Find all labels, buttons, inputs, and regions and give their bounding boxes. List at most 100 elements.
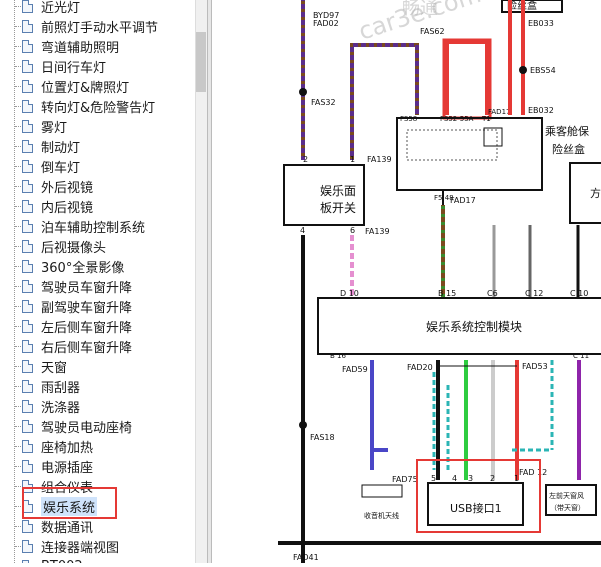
switch-label-1: 娱乐面 [320, 184, 356, 198]
tree-item-label: 驾驶员电动座椅 [41, 420, 133, 436]
tree-connector [15, 66, 25, 67]
tree-item-label: 360°全景影像 [41, 260, 125, 276]
tree-scroll-thumb[interactable] [196, 32, 206, 92]
tree-item-label: 左后侧车窗升降 [41, 320, 133, 336]
document-icon [22, 0, 33, 13]
usb-port-label: USB接口1 [450, 502, 502, 515]
tree-item-label: 副驾驶车窗升降 [41, 300, 133, 316]
tree-item[interactable]: 左后侧车窗升降 [22, 316, 132, 336]
tree-item[interactable]: 雨刮器 [22, 376, 80, 396]
tree-panel: 近光灯前照灯手动水平调节弯道辅助照明日间行车灯位置灯&牌照灯转向灯&危险警告灯雾… [0, 0, 195, 563]
tree-connector [15, 206, 25, 207]
usb-pin-3: 3 [468, 474, 473, 483]
pin-c12: C 12 [525, 289, 543, 298]
tree-item[interactable]: 雾灯 [22, 116, 67, 136]
tree-connector [15, 426, 25, 427]
tree-item[interactable]: 内后视镜 [22, 196, 93, 216]
usb-pin-5: 5 [431, 474, 436, 483]
speaker-box [545, 484, 597, 516]
tree-scrollbar[interactable] [195, 0, 208, 563]
tree-item[interactable]: 前照灯手动水平调节 [22, 16, 158, 36]
tree-connector [15, 346, 25, 347]
label-fad53: FAD53 [522, 362, 548, 371]
tree-item[interactable]: 转向灯&危险警告灯 [22, 96, 155, 116]
tree-item-label: 座椅加热 [41, 440, 94, 456]
selection-highlight-box [22, 487, 117, 519]
label-fad20: FAD20 [407, 363, 433, 372]
tree-item-label: 日间行车灯 [41, 60, 107, 76]
tree-item-label: 娱乐系统 [41, 496, 98, 516]
document-icon [22, 539, 33, 553]
document-icon [22, 139, 33, 153]
speaker-label-1: 左前天窗风 [549, 491, 584, 500]
tree-item[interactable]: 娱乐系统 [22, 496, 98, 516]
tree-item-label: 倒车灯 [41, 160, 81, 176]
tree-item[interactable]: 座椅加热 [22, 436, 93, 456]
document-icon [22, 299, 33, 313]
tree-item[interactable]: 驾驶员电动座椅 [22, 416, 132, 436]
tree-item[interactable]: 洗涤器 [22, 396, 80, 416]
tree-connector [15, 6, 25, 7]
document-icon [22, 319, 33, 333]
tree-item[interactable]: 数据通讯 [22, 516, 93, 536]
tree-connector [15, 246, 25, 247]
tree-connector [15, 106, 25, 107]
tree-item[interactable]: 后视摄像头 [22, 236, 106, 256]
tree-item-label: 电源插座 [41, 460, 94, 476]
document-icon [22, 519, 33, 533]
tree-item[interactable]: BT002 [22, 556, 83, 563]
label-fad02: FAD02 [313, 19, 339, 28]
label-fad12: FAD 12 [519, 468, 547, 477]
usb-pin-4: 4 [452, 474, 457, 483]
tree-connector [15, 126, 25, 127]
tree-connector [15, 486, 25, 487]
tree-item[interactable]: 泊车辅助控制系统 [22, 216, 145, 236]
tree-item[interactable]: 弯道辅助照明 [22, 36, 119, 56]
module-title: 娱乐系统控制模块 [426, 320, 522, 334]
tree-item[interactable]: 360°全景影像 [22, 256, 124, 276]
tree-connector [15, 526, 25, 527]
tree-connector [15, 186, 25, 187]
tree-connector [15, 86, 25, 87]
pin-d10: D 10 [340, 289, 359, 298]
pin-4-label: 4 [300, 226, 305, 235]
document-icon [22, 159, 33, 173]
tree-item-label: 弯道辅助照明 [41, 40, 120, 56]
label-fas18: FAS18 [310, 433, 335, 442]
tree-item[interactable]: 电源插座 [22, 456, 93, 476]
label-fad59: FAD59 [342, 365, 368, 374]
document-icon [22, 479, 33, 493]
usb-pin-2: 2 [490, 474, 495, 483]
tree-item[interactable]: 天窗 [22, 356, 67, 376]
tree-item-label: 雨刮器 [41, 380, 81, 396]
entertainment-panel-switch [283, 164, 365, 226]
tree-item-label: 泊车辅助控制系统 [41, 220, 146, 236]
tree-item[interactable]: 日间行车灯 [22, 56, 106, 76]
tree-item[interactable]: 制动灯 [22, 136, 80, 156]
aux-caption: 收音机天线 [364, 511, 399, 520]
tree-item-label: BT002 [41, 559, 83, 564]
label-fs58: FS58 [400, 115, 417, 123]
tree-item[interactable]: 倒车灯 [22, 156, 80, 176]
label-fas32: FAS32 [311, 98, 336, 107]
tree-item-label: 天窗 [41, 360, 68, 376]
tree-item[interactable]: 外后视镜 [22, 176, 93, 196]
document-icon [22, 259, 33, 273]
tree-item[interactable]: 连接器端视图 [22, 536, 119, 556]
tree-item[interactable]: 近光灯 [22, 0, 80, 16]
document-icon [22, 559, 33, 563]
document-icon [22, 459, 33, 473]
panel-splitter[interactable] [207, 0, 212, 563]
tree-connector [15, 546, 25, 547]
tree-item[interactable]: 驾驶员车窗升降 [22, 276, 132, 296]
label-fs52: FS52-55A [440, 115, 474, 123]
tree-item[interactable]: 副驾驶车窗升降 [22, 296, 132, 316]
usb-highlight-box [416, 459, 541, 533]
tree-item[interactable]: 右后侧车窗升降 [22, 336, 132, 356]
pin-c6: C6 [487, 289, 498, 298]
tree-item[interactable]: 位置灯&牌照灯 [22, 76, 129, 96]
tree-item-label: 位置灯&牌照灯 [41, 80, 130, 96]
tree-item-label: 前照灯手动水平调节 [41, 20, 159, 36]
usb-port-1 [427, 482, 524, 526]
document-icon [22, 179, 33, 193]
